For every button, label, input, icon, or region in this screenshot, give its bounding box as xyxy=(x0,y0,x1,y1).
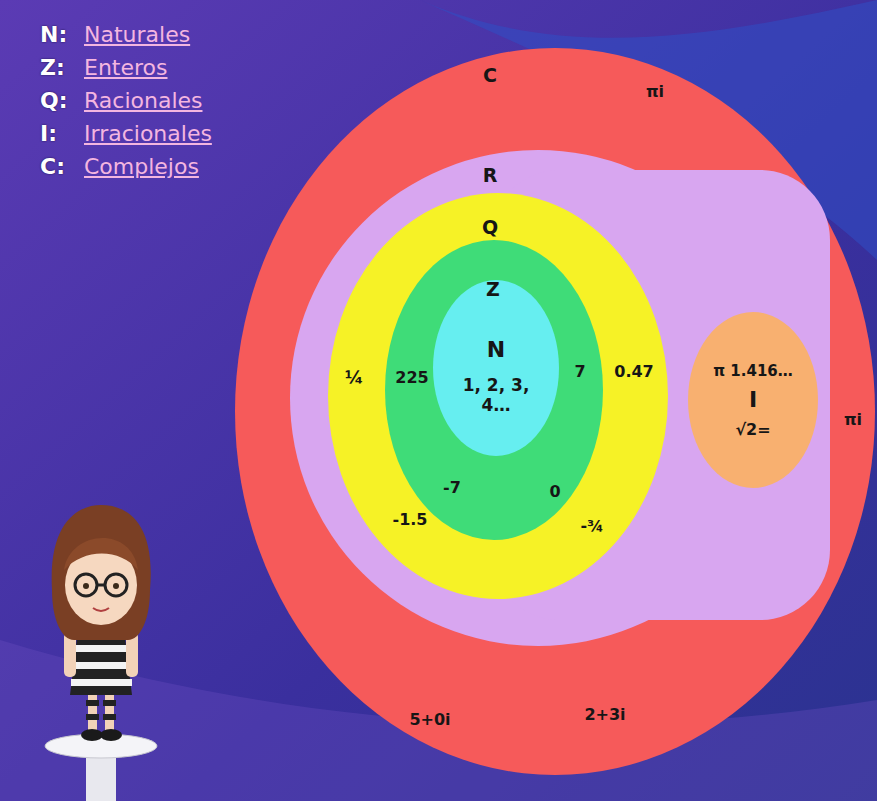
rational-region: Q ¼ 0.47 -1.5 -¾ Z 225 7 -7 0 N 1, 2, 3, 4… xyxy=(328,193,668,599)
set-name: Naturales xyxy=(84,22,190,47)
set-text: -1.5 xyxy=(393,511,428,529)
integer-region: Z 225 7 -7 0 N 1, 2, 3, 4… xyxy=(385,240,603,540)
set-text: N xyxy=(487,337,505,362)
set-text: 0.47 xyxy=(614,363,653,381)
set-text: -7 xyxy=(443,479,461,497)
set-name: Enteros xyxy=(84,55,168,80)
set-text: √2= xyxy=(735,421,770,439)
set-name: Complejos xyxy=(84,154,199,179)
set-text: ¼ xyxy=(345,368,364,389)
set-text: R xyxy=(483,165,498,187)
set-symbol: C: xyxy=(40,154,65,179)
set-text: πi xyxy=(844,411,862,429)
set-symbol: Q: xyxy=(40,88,68,113)
irrational-region: π 1.416… I √2= xyxy=(688,312,818,488)
set-symbol: I: xyxy=(40,121,57,146)
complex-region: Cπi πi 5+0i 2+3i R Q ¼ 0.47 -1.5 -¾ Z 225 7 -7 0 N 1, 2,… xyxy=(235,48,875,775)
set-symbol: Z: xyxy=(40,55,65,80)
set-symbol: N: xyxy=(40,22,67,47)
set-text: πi xyxy=(646,83,664,101)
set-text: 1, 2, 3, 4… xyxy=(456,376,536,415)
set-text: Z xyxy=(486,279,500,301)
region-shape xyxy=(433,280,559,456)
set-text: 5+0i xyxy=(409,711,450,729)
set-text: 2+3i xyxy=(584,706,625,724)
set-text: 0 xyxy=(549,483,560,501)
set-text: I xyxy=(749,387,757,412)
set-name: Racionales xyxy=(84,88,203,113)
set-text: 7 xyxy=(574,363,585,381)
set-text: 225 xyxy=(395,369,428,387)
real-region: R Q ¼ 0.47 -1.5 -¾ Z 225 7 -7 0 N 1, 2, 3, 4… π 1.416… xyxy=(290,150,830,646)
natural-region: N 1, 2, 3, 4… xyxy=(433,280,559,456)
set-text: Q xyxy=(482,217,498,239)
set-name: Irracionales xyxy=(84,121,212,146)
set-text: π 1.416… xyxy=(713,363,793,380)
set-text: C xyxy=(483,65,497,87)
set-text: -¾ xyxy=(580,517,603,535)
